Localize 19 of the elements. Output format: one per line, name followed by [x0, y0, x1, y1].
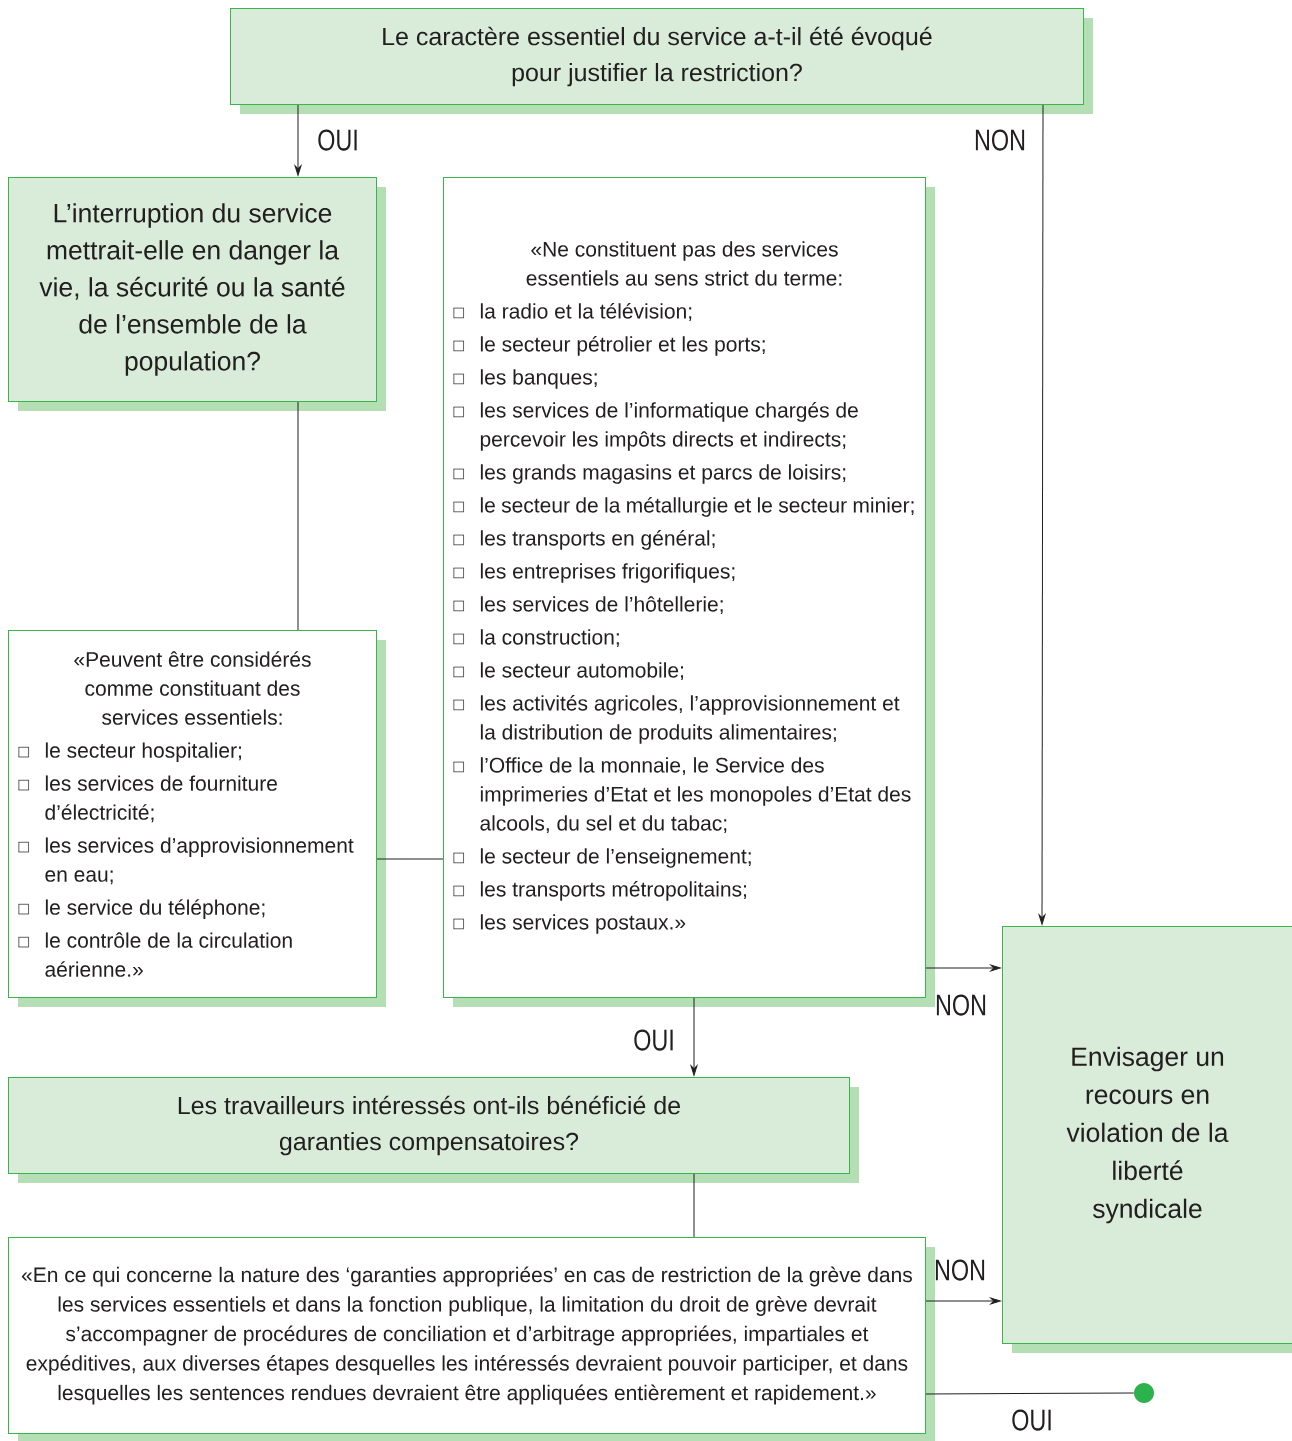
edge-label: NON — [975, 129, 1025, 151]
question-box: Le caractère essentiel du service a-t-il été évoqué pour justifier la restriction? — [230, 8, 1093, 114]
arrow — [690, 997, 698, 1076]
conclusion-box: Envisager un recours en violation de la liberté syndicale — [1002, 926, 1292, 1353]
edge-label: OUI — [1012, 1409, 1051, 1431]
end-dot — [1134, 1383, 1154, 1403]
arrow — [294, 104, 302, 176]
edge-label: OUI — [318, 129, 357, 151]
edge-label: NON — [936, 994, 986, 1016]
question-box: L’interruption du service mettrait-elle en danger la vie, la sécurité ou la santé de l’ensemble de la population? — [8, 177, 386, 411]
edge-label: NON — [935, 1259, 985, 1281]
arrow — [925, 1297, 1001, 1305]
quote-box: «Ne constituent pas des services essentiels au sens strict du terme: la radio et la télévision; le secteur pétrolier et les ports; les banques; les services de l’informatique chargés de percevoir les impôts directs et indirects; les grands magasins et parcs de loisirs; le secteur de la métallurgie et le secteur minier; les transports en général; les entreprises frigorifiques; les services de l’hôtellerie; la construction; le secteur automobile; les activités agricoles, l’approvisionnement et la distribution de produits alimentaires; l’Office de la monnaie, le Service des imprimeries d’Etat et les monopoles d’Etat des alcools, du sel et du tabac; le secteur de l’enseignement; les transports métropolitains; les services postaux.» — [443, 177, 935, 1007]
arrow — [925, 964, 1001, 972]
question-box: Les travailleurs intéressés ont-ils bénéficié de garanties compensatoires? — [8, 1077, 859, 1183]
edge-label: OUI — [634, 1029, 673, 1051]
arrow — [1038, 104, 1046, 925]
quote-box: «En ce qui concerne la nature des ‘garanties appropriées’ en cas de restriction de la grève dans les services essentiels et dans la fonction publique, la limitation du droit de grève devrait s’accompagner de procédures de conciliation et d’arbitrage appropriées, impartiales et expéditives, aux diverses étapes desquelles les intéressés devraient pouvoir participer, et dans lesquelles les sentences rendues devraient être appliquées entièrement et rapidement.» — [8, 1237, 935, 1441]
quote-box: «Peuvent être considérés comme constituant des services essentiels: le secteur hospitalier; les services de fourniture d’électricité; les services d’approvisionnement en eau; le service du téléphone; le contrôle de la circulation aérienne.» — [8, 630, 386, 1007]
